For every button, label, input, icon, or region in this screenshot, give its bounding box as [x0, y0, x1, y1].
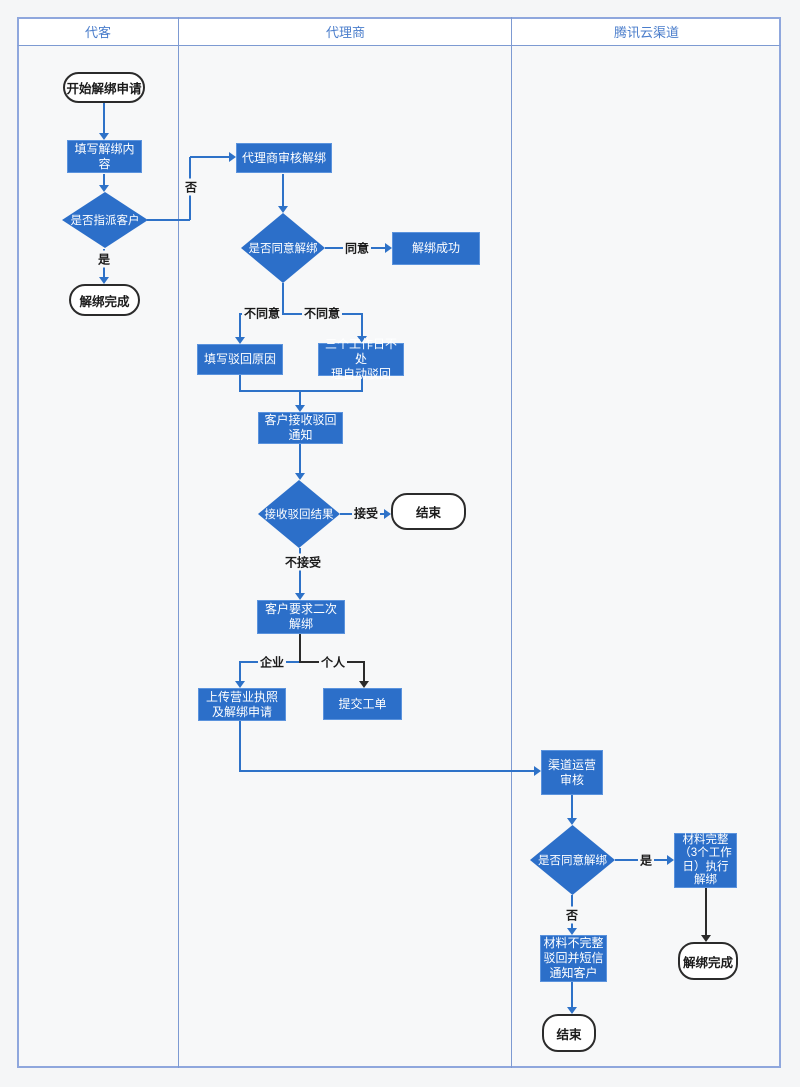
- arrowhead-down-icon: [359, 681, 369, 688]
- edge-notice-to-result: [299, 444, 301, 474]
- lane-header-tencent-channel: 腾讯云渠道: [613, 25, 679, 40]
- edge-label-enterprise: 企业: [257, 653, 287, 671]
- node-start: 开始解绑申请: [63, 72, 145, 103]
- lane-header-row: [17, 17, 781, 46]
- node-end-2: 结束: [542, 1014, 596, 1052]
- node-channel-review: 渠道运营 审核: [541, 750, 603, 795]
- arrowhead-right-icon: [385, 243, 392, 253]
- arrowhead-down-icon: [295, 593, 305, 600]
- arrowhead-down-icon: [99, 185, 109, 192]
- edge-incomplete-to-end2: [571, 982, 573, 1008]
- arrowhead-right-icon: [229, 152, 236, 162]
- edge-upload-to-channel: [239, 770, 534, 772]
- arrowhead-right-icon: [667, 855, 674, 865]
- arrowhead-right-icon: [534, 766, 541, 776]
- edge-enterprise-v: [239, 661, 241, 682]
- arrowhead-down-icon: [701, 935, 711, 942]
- edge-label-not-accept: 不接受: [282, 553, 324, 571]
- arrowhead-down-icon: [357, 336, 367, 343]
- edge-second-stem: [299, 634, 301, 662]
- arrowhead-right-icon: [384, 509, 391, 519]
- edge-label-agree: 同意: [342, 239, 372, 257]
- node-material-incomplete: 材料不完整 驳回并短信 通知客户: [540, 935, 607, 982]
- arrowhead-down-icon: [567, 928, 577, 935]
- arrowhead-down-icon: [295, 405, 305, 412]
- node-unbind-success: 解绑成功: [392, 232, 480, 265]
- edge-merge-down: [299, 390, 301, 406]
- edge-decision-no-h1: [147, 219, 190, 221]
- arrowhead-down-icon: [235, 337, 245, 344]
- edge-review-to-decision2: [282, 174, 284, 207]
- edge-label-disagree-left: 不同意: [241, 304, 283, 322]
- node-second-unbind: 客户要求二次 解绑: [257, 600, 345, 634]
- edge-disagree-left-v: [239, 313, 241, 338]
- edge-label-personal: 个人: [318, 653, 348, 671]
- node-unbind-done-2: 解绑完成: [678, 942, 738, 980]
- lane-header-customer: 代客: [84, 25, 111, 40]
- arrowhead-down-icon: [99, 277, 109, 284]
- edge-merge-bar: [239, 390, 363, 392]
- edge-decision-no-h2: [190, 156, 229, 158]
- edge-merge-right: [361, 375, 363, 391]
- lane-divider-2: [511, 17, 512, 1068]
- edge-label-yes-2: 是: [637, 851, 655, 869]
- edge-start-to-fill: [103, 103, 105, 133]
- edge-notaccept-to-second: [299, 548, 301, 594]
- arrowhead-down-icon: [235, 681, 245, 688]
- edge-label-disagree-right: 不同意: [301, 304, 343, 322]
- edge-disagree-stem: [282, 283, 284, 314]
- arrowhead-down-icon: [567, 1007, 577, 1014]
- lane-divider-1: [178, 17, 179, 1068]
- lane-header-agent: 代理商: [325, 25, 365, 40]
- edge-complete-to-done2: [705, 888, 707, 936]
- edge-fill-to-decision: [103, 174, 105, 186]
- node-submit-ticket: 提交工单: [323, 688, 402, 720]
- node-fill-reject-reason: 填写驳回原因: [197, 344, 283, 375]
- edge-disagree-right-v: [361, 313, 363, 337]
- edge-merge-left: [239, 375, 241, 391]
- node-fill-content: 填写解绑内 容: [67, 140, 142, 173]
- arrowhead-down-icon: [295, 473, 305, 480]
- arrowhead-down-icon: [567, 818, 577, 825]
- edge-label-no-2: 否: [563, 906, 581, 924]
- edge-label-no: 否: [182, 178, 200, 196]
- edge-channel-to-decision4: [571, 795, 573, 819]
- swimlane-frame: [17, 17, 781, 1068]
- node-agent-review: 代理商审核解绑: [236, 143, 332, 173]
- node-end-1: 结束: [391, 493, 466, 530]
- edge-upload-down: [239, 721, 241, 772]
- node-upload-license: 上传营业执照 及解绑申请: [198, 688, 286, 721]
- node-reject-notice: 客户接收驳回 通知: [258, 412, 343, 444]
- node-material-complete: 材料完整 （3个工作 日）执行 解绑: [674, 833, 737, 888]
- arrowhead-down-icon: [278, 206, 288, 213]
- node-auto-reject: 三个工作日不处 理自动驳回: [318, 337, 404, 381]
- edge-disagree-split: [239, 313, 363, 315]
- arrowhead-down-icon: [99, 133, 109, 140]
- edge-label-yes: 是: [95, 250, 113, 268]
- node-unbind-done-1: 解绑完成: [69, 284, 140, 316]
- edge-personal-v: [363, 661, 365, 682]
- edge-label-accept: 接受: [351, 504, 381, 522]
